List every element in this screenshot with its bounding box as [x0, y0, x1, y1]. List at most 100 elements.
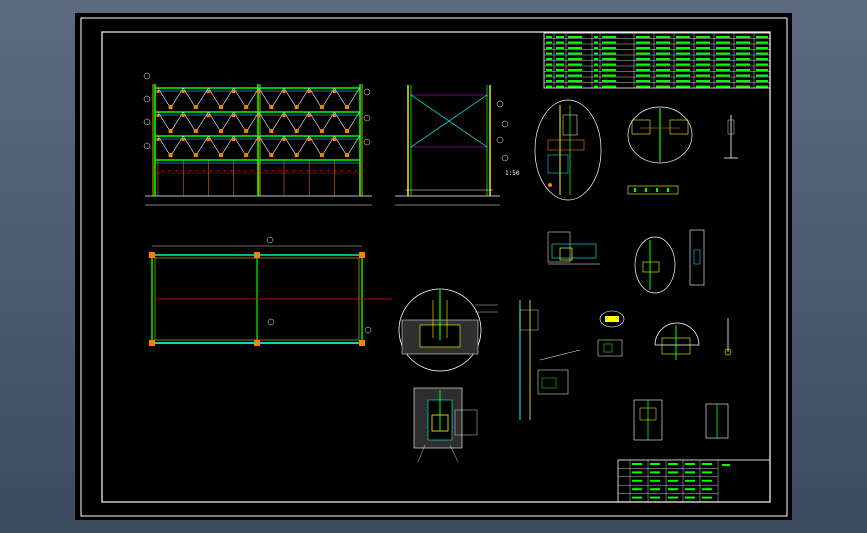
- parts-table-cell-text: [568, 69, 582, 71]
- pallet-marker: [193, 129, 198, 133]
- parts-table-cell-text: [546, 69, 552, 71]
- parts-table-cell-text: [556, 69, 564, 71]
- parts-table-cell-text: [546, 74, 552, 77]
- pallet-marker: [257, 114, 261, 117]
- parts-table-cell-text: [676, 36, 690, 38]
- parts-table-cell-text: [568, 58, 582, 60]
- parts-table-cell-text: [736, 69, 750, 71]
- parts-table-cell-text: [556, 47, 564, 49]
- pallet-marker: [332, 138, 336, 141]
- parts-table-cell-text: [556, 58, 564, 60]
- pallet-marker: [232, 114, 236, 117]
- parts-table-cell-text: [736, 52, 750, 55]
- parts-table-cell-text: [594, 41, 598, 44]
- base-plate-detail: [413, 387, 478, 463]
- parts-table-cell-text: [676, 41, 690, 44]
- title-block-cell-text: [632, 463, 642, 465]
- ground-dim-dot: [217, 170, 219, 172]
- parts-table-cell-text: [636, 58, 650, 60]
- pallet-marker: [156, 138, 160, 141]
- pallet-marker: [232, 138, 236, 141]
- title-block-cell-text: [650, 479, 660, 482]
- ground-dim-dot: [320, 170, 323, 172]
- title-block: [617, 459, 771, 503]
- parts-table-cell-text: [736, 74, 750, 77]
- parts-table-cell-text: [696, 74, 710, 77]
- title-block-cell-text: [668, 496, 678, 499]
- pallet-marker: [193, 153, 198, 157]
- parts-table-cell-text: [696, 63, 710, 66]
- parts-table-cell-text: [756, 36, 768, 38]
- title-block-cell-text: [650, 463, 660, 465]
- parts-table-cell-text: [546, 58, 552, 60]
- title-block-cell-text: [702, 471, 712, 474]
- parts-table-cell-text: [676, 74, 690, 77]
- parts-table-cell-text: [546, 36, 552, 38]
- parts-table-cell-text: [546, 63, 552, 66]
- title-block-cell-text: [685, 463, 695, 465]
- parts-table-cell-text: [556, 41, 564, 44]
- parts-table-cell-text: [716, 47, 730, 49]
- parts-table-cell-text: [696, 36, 710, 38]
- parts-table-cell-text: [568, 47, 582, 49]
- ground-dim-dot: [196, 170, 198, 172]
- parts-table-cell-text: [594, 47, 598, 49]
- ground-dim-dot: [279, 170, 281, 172]
- ground-dim-dot: [161, 170, 164, 172]
- title-block-cell-text: [702, 479, 712, 482]
- ground-dim-dot: [237, 170, 240, 172]
- pallet-marker: [232, 90, 236, 93]
- parts-table-cell-text: [696, 58, 710, 60]
- parts-table-cell-text: [636, 80, 650, 82]
- parts-table-cell-text: [556, 52, 564, 55]
- parts-table-cell-text: [696, 69, 710, 71]
- ground-dim-dot: [327, 170, 329, 172]
- parts-table-cell-text: [636, 63, 650, 66]
- parts-table-cell-text: [656, 74, 670, 77]
- parts-table-cell-text: [736, 36, 750, 38]
- pallet-marker: [168, 153, 173, 157]
- detail-hook: [724, 318, 732, 356]
- ground-dim-dot: [168, 170, 171, 172]
- parts-table-cell-text: [568, 63, 582, 66]
- parts-table-cell-text: [676, 63, 690, 66]
- ground-dim-dot: [341, 170, 343, 172]
- detail-bolt: [597, 339, 623, 357]
- parts-table-cell-text: [756, 80, 768, 82]
- parts-table-cell-text: [756, 41, 768, 44]
- parts-table-cell-text: [568, 36, 582, 38]
- parts-table-cell-text: [636, 36, 650, 38]
- parts-table-cell-text: [716, 85, 730, 88]
- parts-table-cell-text: [676, 47, 690, 49]
- pallet-marker: [206, 114, 210, 117]
- title-block-cell-text: [668, 488, 678, 491]
- title-block-cell-text: [668, 479, 678, 482]
- ground-dim-dot: [272, 170, 274, 172]
- parts-table-cell-text: [756, 85, 768, 88]
- ground-dim-dot: [348, 170, 350, 172]
- ground-dim-dot: [258, 170, 260, 172]
- ground-dim-dot: [175, 170, 178, 172]
- ground-dim-dot: [251, 170, 254, 172]
- parts-table: [543, 32, 771, 89]
- parts-table-cell-text: [756, 52, 768, 55]
- parts-table-cell-text: [716, 36, 730, 38]
- pallet-marker: [168, 105, 173, 109]
- parts-table-cell-text: [696, 85, 710, 88]
- plan-view: [149, 236, 392, 346]
- pallet-marker: [319, 129, 324, 133]
- parts-table-cell-text: [756, 58, 768, 60]
- pallet-marker: [244, 105, 249, 109]
- drawing-frame: [101, 31, 771, 503]
- pallet-marker: [345, 129, 349, 133]
- parts-table-cell-text: [602, 74, 616, 77]
- ground-dim-dot: [334, 170, 336, 172]
- parts-table-cell-text: [696, 52, 710, 55]
- parts-table-cell-text: [594, 63, 598, 66]
- pallet-marker: [319, 105, 324, 109]
- detail-ellipse-1: [534, 99, 602, 201]
- title-block-cell-text: [632, 496, 642, 499]
- pallet-marker: [332, 114, 336, 117]
- parts-table-cell-text: [546, 52, 552, 55]
